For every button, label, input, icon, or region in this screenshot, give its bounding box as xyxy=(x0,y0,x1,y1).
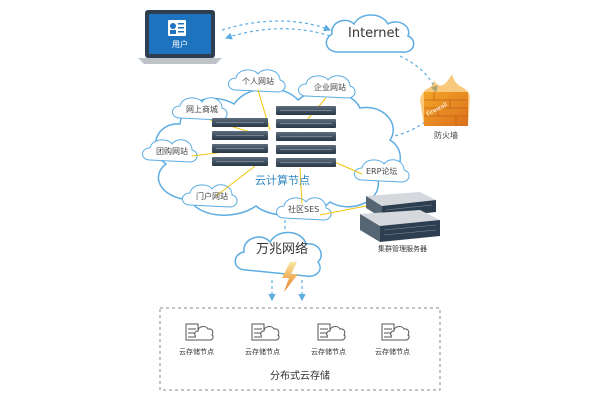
storage-node-icon xyxy=(381,323,410,341)
lightning-bolt-icon xyxy=(282,262,298,292)
user-label: 用户 xyxy=(172,40,188,49)
user-laptop xyxy=(138,10,222,64)
storage-node-icon xyxy=(317,323,346,341)
site-clouds xyxy=(142,69,410,221)
distributed-storage-label: 分布式云存储 xyxy=(270,371,330,382)
firewall-label: 防火墙 xyxy=(434,131,458,140)
site-portal-label: 门户网站 xyxy=(196,192,228,201)
wanzhao-network-cloud xyxy=(234,231,322,278)
storage-node-icon xyxy=(251,323,280,341)
site-group-buy-label: 团购网站 xyxy=(156,147,188,156)
cluster-link xyxy=(319,205,367,216)
firewall-icon xyxy=(420,74,470,126)
site-forum-label: ERP论坛 xyxy=(366,167,398,176)
internet-firewall-link xyxy=(399,55,438,94)
internet-cloud xyxy=(325,14,415,53)
site-shop-label: 网上商城 xyxy=(186,105,218,114)
storage-node-label: 云存储节点 xyxy=(179,348,214,356)
internet-label: Internet xyxy=(348,26,400,41)
wanzhao-label: 万兆网络 xyxy=(256,242,309,257)
distributed-storage-box xyxy=(159,307,441,391)
cloud-center-label: 云计算节点 xyxy=(255,174,310,187)
storage-node-label: 云存储节点 xyxy=(375,348,410,356)
internet-user-link xyxy=(224,28,331,40)
site-community-label: 社区SES xyxy=(288,205,320,214)
storage-node-label: 云存储节点 xyxy=(245,348,280,356)
user-card-icon xyxy=(168,20,186,36)
site-enterprise-label: 企业网站 xyxy=(314,83,346,92)
storage-node-label: 云存储节点 xyxy=(311,348,346,356)
storage-node-icon xyxy=(185,323,214,341)
cluster-servers-icon xyxy=(360,192,440,242)
user-internet-link xyxy=(221,20,332,32)
cluster-label: 集群管理服务器 xyxy=(378,245,427,253)
cloud-server-racks xyxy=(212,106,336,167)
site-personal-label: 个人网站 xyxy=(242,77,274,86)
